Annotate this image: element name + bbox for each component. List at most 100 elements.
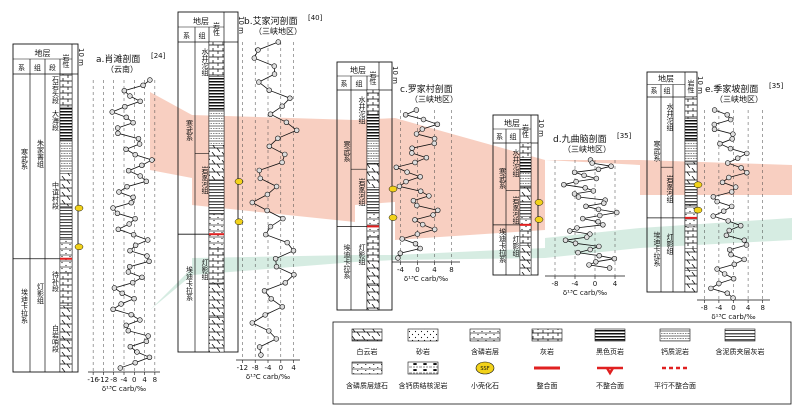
header-scale: 10 m: [237, 16, 245, 34]
group-top-1: 水井沱组: [358, 95, 366, 124]
d13c-point: [256, 79, 262, 85]
d13c-point: [139, 162, 145, 169]
d13c-point: [123, 114, 130, 121]
d13c-point: [143, 338, 150, 344]
litho-layer: [684, 96, 698, 119]
x-tick-label: -12: [237, 364, 248, 372]
d13c-point: [734, 155, 741, 161]
d13c-point: [251, 55, 258, 61]
header-scale: 10 m: [537, 119, 545, 137]
header-system: 系: [651, 86, 658, 95]
group-top-2: 岩家河组: [358, 177, 366, 206]
d13c-point: [128, 312, 134, 318]
d13c-point: [282, 280, 288, 286]
litho-layer: [519, 201, 532, 217]
litho-layer: [519, 216, 532, 232]
legend-swatch-phosphorite: [469, 328, 501, 342]
d13c-point: [419, 126, 425, 132]
d13c-point: [144, 253, 150, 259]
x-tick-label: 8: [760, 304, 764, 312]
d13c-point: [134, 349, 140, 355]
d13c-point: [137, 98, 143, 105]
legend-swatch-black_shale: [594, 328, 626, 342]
group-top-1: 水井沱组: [201, 47, 209, 76]
band-pink: [150, 92, 792, 240]
x-axis-label: δ¹³C carb/‰: [563, 289, 608, 297]
d13c-point: [587, 246, 593, 253]
d13c-point: [110, 306, 116, 312]
x-tick-label: 0: [731, 304, 735, 312]
d13c-point: [728, 251, 734, 258]
d13c-point: [125, 328, 132, 334]
section-region: （三峡地区）: [715, 94, 763, 104]
group-bottom: 灯影组: [358, 243, 366, 265]
x-tick-label: -16: [87, 376, 99, 384]
d13c-point: [714, 266, 720, 272]
d13c-point: [711, 126, 718, 133]
d13c-point: [432, 226, 438, 233]
d13c-point: [279, 103, 285, 109]
litho-layer: [684, 248, 698, 271]
d13c-point: [294, 127, 300, 134]
x-axis-label: δ¹³C carb/‰: [404, 275, 449, 283]
d13c-point: [263, 231, 269, 238]
header-member: 段: [49, 63, 56, 72]
x-tick-label: 8: [449, 266, 453, 274]
litho-layer: [208, 282, 225, 318]
d13c-point: [273, 264, 280, 270]
d13c-point: [581, 172, 587, 179]
d13c-point: [130, 194, 136, 201]
litho-layer: [366, 114, 380, 140]
d13c-point: [724, 160, 731, 166]
header-scale: 10 m: [77, 48, 85, 66]
group-top-2: 岩家河组: [512, 195, 520, 224]
x-tick-label: -4: [121, 376, 129, 384]
d13c-point: [137, 317, 143, 323]
d13c-point: [258, 352, 264, 358]
d13c-point: [423, 155, 430, 161]
litho-layer: [59, 106, 73, 141]
member-bottom-label: 待补段: [52, 270, 60, 293]
group-top-1: 水井沱组: [666, 102, 674, 131]
d13c-point: [582, 185, 588, 191]
d13c-point: [741, 237, 747, 243]
header-group: 组: [664, 86, 671, 95]
legend-label-conformable: 整合面: [537, 381, 558, 390]
legend-swatch-calc_mudstone: [659, 328, 691, 342]
d13c-point: [575, 249, 581, 256]
d13c-point: [275, 135, 281, 142]
d13c-curve: [251, 41, 298, 356]
system-bottom-label: 埃迪卡拉系: [343, 243, 351, 279]
header-layer: 地层: [350, 65, 366, 75]
d13c-point: [123, 146, 129, 153]
d13c-point: [574, 225, 580, 231]
litho-layer: [208, 110, 225, 146]
d13c-point: [395, 255, 401, 261]
ssf-badge: [693, 181, 703, 188]
legend-label-limestone: 灰岩: [540, 347, 554, 356]
d13c-point: [122, 103, 128, 110]
d13c-point: [726, 227, 732, 234]
member-label: 中谊村段: [52, 180, 60, 210]
d13c-point: [717, 141, 723, 147]
d13c-point: [601, 200, 607, 206]
d13c-point: [571, 169, 578, 176]
d13c-point: [431, 135, 438, 142]
x-tick-label: 0: [279, 364, 283, 372]
x-tick-label: -12: [98, 376, 109, 384]
d13c-point: [284, 239, 290, 246]
d13c-point: [435, 207, 441, 214]
d13c-point: [586, 262, 592, 268]
d13c-point: [124, 184, 130, 190]
d13c-point: [724, 290, 730, 296]
litho-layer: [208, 145, 225, 180]
d13c-point: [726, 247, 733, 253]
d13c-point: [111, 285, 118, 291]
ssf-badge: [534, 199, 544, 206]
d13c-point: [403, 178, 409, 185]
group-top: 朱家箐组: [37, 139, 45, 168]
d13c-point: [282, 151, 288, 158]
header-system: 系: [341, 79, 348, 88]
